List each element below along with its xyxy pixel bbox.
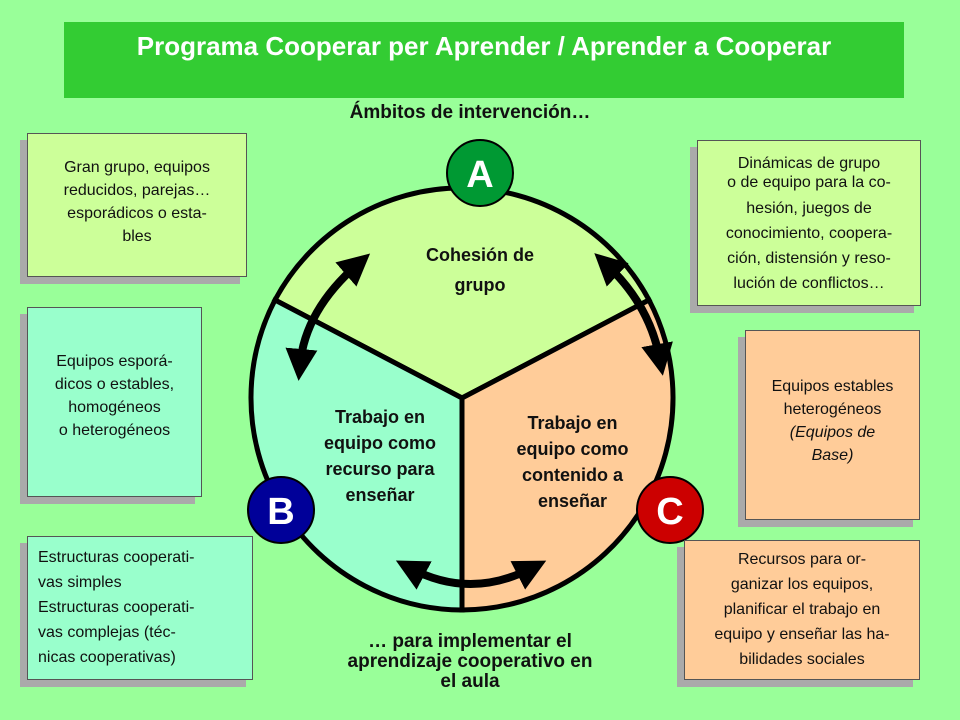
box-line: Estructuras cooperati-: [38, 549, 195, 566]
box-a-left: Gran grupo, equipos reducidos, parejas… …: [27, 133, 247, 277]
section-a-label: Cohesión de grupo: [380, 240, 580, 300]
box-line: nicas cooperativas): [38, 649, 176, 666]
subtitle-bottom-line: el aula: [440, 671, 500, 692]
section-a-label-line: Cohesión de: [425, 245, 534, 265]
subtitle-bottom: … para implementar el aprendizaje cooper…: [300, 632, 640, 692]
box-line: equipo y enseñar las ha-: [714, 626, 890, 643]
box-line: esporádicos o esta-: [67, 205, 207, 222]
box-line: Gran grupo, equipos: [64, 159, 210, 176]
box-line: Recursos para or-: [737, 551, 867, 568]
section-c-label-line: Trabajo en: [527, 413, 618, 433]
letter-b: B: [267, 491, 294, 533]
arrow-a-c: [594, 253, 673, 376]
box-line: bilidades sociales: [739, 651, 865, 668]
box-line: bles: [122, 228, 152, 245]
subtitle-top: Ámbitos de intervención…: [300, 102, 640, 124]
section-b-label-line: equipo como: [324, 433, 436, 453]
box-b-left-2: Estructuras cooperati- vas simples Estru…: [27, 536, 253, 680]
box-line: o de equipo para la co-: [727, 174, 891, 191]
box-b-left-1: Equipos esporá- dicos o estables, homogé…: [27, 307, 202, 497]
box-line: Base): [811, 447, 854, 464]
box-line: Equipos estables: [771, 378, 894, 395]
section-a-label-line: grupo: [454, 275, 506, 295]
box-c-right-2: Recursos para or- ganizar los equipos, p…: [684, 540, 920, 680]
section-b-label: Trabajo en equipo como recurso para ense…: [295, 404, 465, 508]
section-c-label: Trabajo en equipo como contenido a enseñ…: [485, 410, 660, 514]
box-line: Dinámicas de grupo: [737, 155, 881, 172]
circle-c: C: [636, 476, 704, 544]
circle-b: B: [247, 476, 315, 544]
section-b-label-line: Trabajo en: [334, 407, 426, 427]
arrow-b-c: [395, 560, 547, 590]
box-line: conocimiento, coopera-: [725, 225, 893, 242]
box-line: o heterogéneos: [58, 422, 171, 439]
box-c-right-1: Equipos estables heterogéneos (Equipos d…: [745, 330, 920, 520]
box-line: Estructuras cooperati-: [38, 599, 195, 616]
box-line: (Equipos de: [789, 424, 876, 441]
box-line: dicos o estables,: [54, 376, 175, 393]
box-line: ganizar los equipos,: [730, 576, 874, 593]
section-b-label-line: enseñar: [345, 485, 415, 505]
section-c-label-line: contenido a: [521, 465, 623, 485]
letter-c: C: [656, 491, 683, 533]
subtitle-bottom-line: aprendizaje cooperativo en: [347, 651, 593, 672]
box-line: vas complejas (téc-: [38, 624, 176, 641]
title-bar: Programa Cooperar per Aprender / Aprende…: [64, 22, 904, 98]
subtitle-top-text: Ámbitos de intervención…: [349, 102, 591, 123]
box-line: Equipos esporá-: [56, 353, 173, 370]
box-a-right: Dinámicas de grupo o de equipo para la c…: [697, 140, 921, 306]
arrow-a-b: [285, 253, 371, 381]
box-line: vas simples: [38, 574, 122, 591]
box-line: lución de conflictos…: [733, 275, 885, 292]
section-b-label-line: recurso para: [325, 459, 435, 479]
page-title: Programa Cooperar per Aprender / Aprende…: [136, 31, 832, 61]
section-c-label-line: enseñar: [537, 491, 608, 511]
box-line: hesión, juegos de: [746, 200, 872, 217]
circle-a: A: [446, 139, 514, 207]
section-c-label-line: equipo como: [516, 439, 629, 459]
letter-a: A: [466, 154, 493, 196]
box-line: reducidos, parejas…: [63, 182, 211, 199]
box-line: ción, distensión y reso-: [727, 250, 891, 267]
subtitle-bottom-line: … para implementar el: [368, 631, 572, 652]
box-line: homogéneos: [68, 399, 161, 416]
box-line: planificar el trabajo en: [723, 601, 881, 618]
box-line: heterogéneos: [783, 401, 882, 418]
